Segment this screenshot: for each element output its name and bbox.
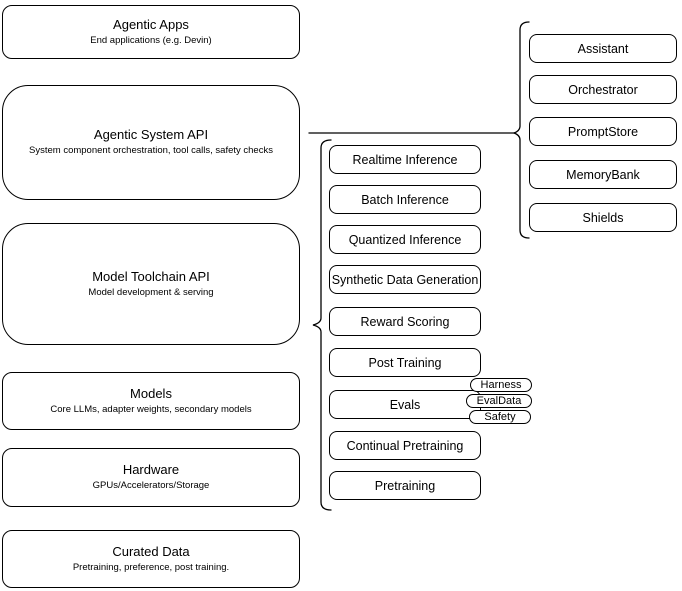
badge-evaldata: EvalData	[466, 394, 532, 408]
node-curated-data: Curated Data Pretraining, preference, po…	[2, 530, 300, 588]
node-orchestrator: Orchestrator	[529, 75, 677, 104]
node-subtitle: GPUs/Accelerators/Storage	[92, 480, 210, 491]
node-label: Evals	[389, 397, 421, 412]
node-promptstore: PromptStore	[529, 117, 677, 146]
node-subtitle: Model development & serving	[88, 286, 214, 298]
badge-label: Harness	[480, 378, 522, 391]
node-memorybank: MemoryBank	[529, 160, 677, 189]
node-synthetic-data-generation: Synthetic Data Generation	[329, 265, 481, 294]
node-subtitle: Pretraining, preference, post training.	[72, 561, 230, 573]
node-reward-scoring: Reward Scoring	[329, 307, 481, 336]
node-continual-pretraining: Continual Pretraining	[329, 431, 481, 460]
node-post-training: Post Training	[329, 348, 481, 377]
node-label: Reward Scoring	[360, 314, 450, 329]
node-label: Realtime Inference	[352, 152, 458, 167]
node-title: Model Toolchain API	[92, 268, 210, 284]
badge-harness: Harness	[470, 378, 532, 392]
node-shields: Shields	[529, 203, 677, 232]
node-label: Assistant	[577, 41, 629, 56]
toolchain-brace	[312, 139, 332, 511]
node-batch-inference: Batch Inference	[329, 185, 481, 214]
node-model-toolchain-api: Model Toolchain API Model development & …	[2, 223, 300, 345]
node-label: Synthetic Data Generation	[331, 272, 479, 287]
node-title: Hardware	[122, 462, 180, 478]
badge-label: Safety	[484, 410, 516, 423]
node-title: Models	[130, 385, 172, 401]
node-label: Batch Inference	[361, 192, 449, 207]
node-quantized-inference: Quantized Inference	[329, 225, 481, 254]
node-hardware: Hardware GPUs/Accelerators/Storage	[2, 448, 300, 507]
node-title: Agentic System API	[93, 127, 209, 143]
node-title: Curated Data	[112, 543, 190, 559]
node-subtitle: Core LLMs, adapter weights, secondary mo…	[50, 403, 252, 415]
node-agentic-apps: Agentic Apps End applications (e.g. Devi…	[2, 5, 300, 59]
node-label: Orchestrator	[568, 82, 638, 97]
node-models: Models Core LLMs, adapter weights, secon…	[2, 372, 300, 430]
badge-safety: Safety	[469, 410, 531, 424]
node-label: Shields	[582, 210, 624, 225]
node-label: Quantized Inference	[348, 232, 462, 247]
node-label: Post Training	[368, 355, 442, 370]
node-subtitle: System component orchestration, tool cal…	[29, 145, 273, 156]
node-label: Pretraining	[374, 478, 436, 493]
node-assistant: Assistant	[529, 34, 677, 63]
node-subtitle: End applications (e.g. Devin)	[90, 34, 212, 46]
node-pretraining: Pretraining	[329, 471, 481, 500]
badge-label: EvalData	[476, 394, 522, 407]
node-label: MemoryBank	[566, 167, 640, 182]
node-title: Agentic Apps	[113, 16, 189, 32]
node-evals: Evals	[329, 390, 481, 419]
node-realtime-inference: Realtime Inference	[329, 145, 481, 174]
system-components-brace	[511, 21, 530, 239]
node-label: Continual Pretraining	[346, 438, 464, 453]
node-label: PromptStore	[567, 124, 639, 139]
node-agentic-system-api: Agentic System API System component orch…	[2, 85, 300, 200]
